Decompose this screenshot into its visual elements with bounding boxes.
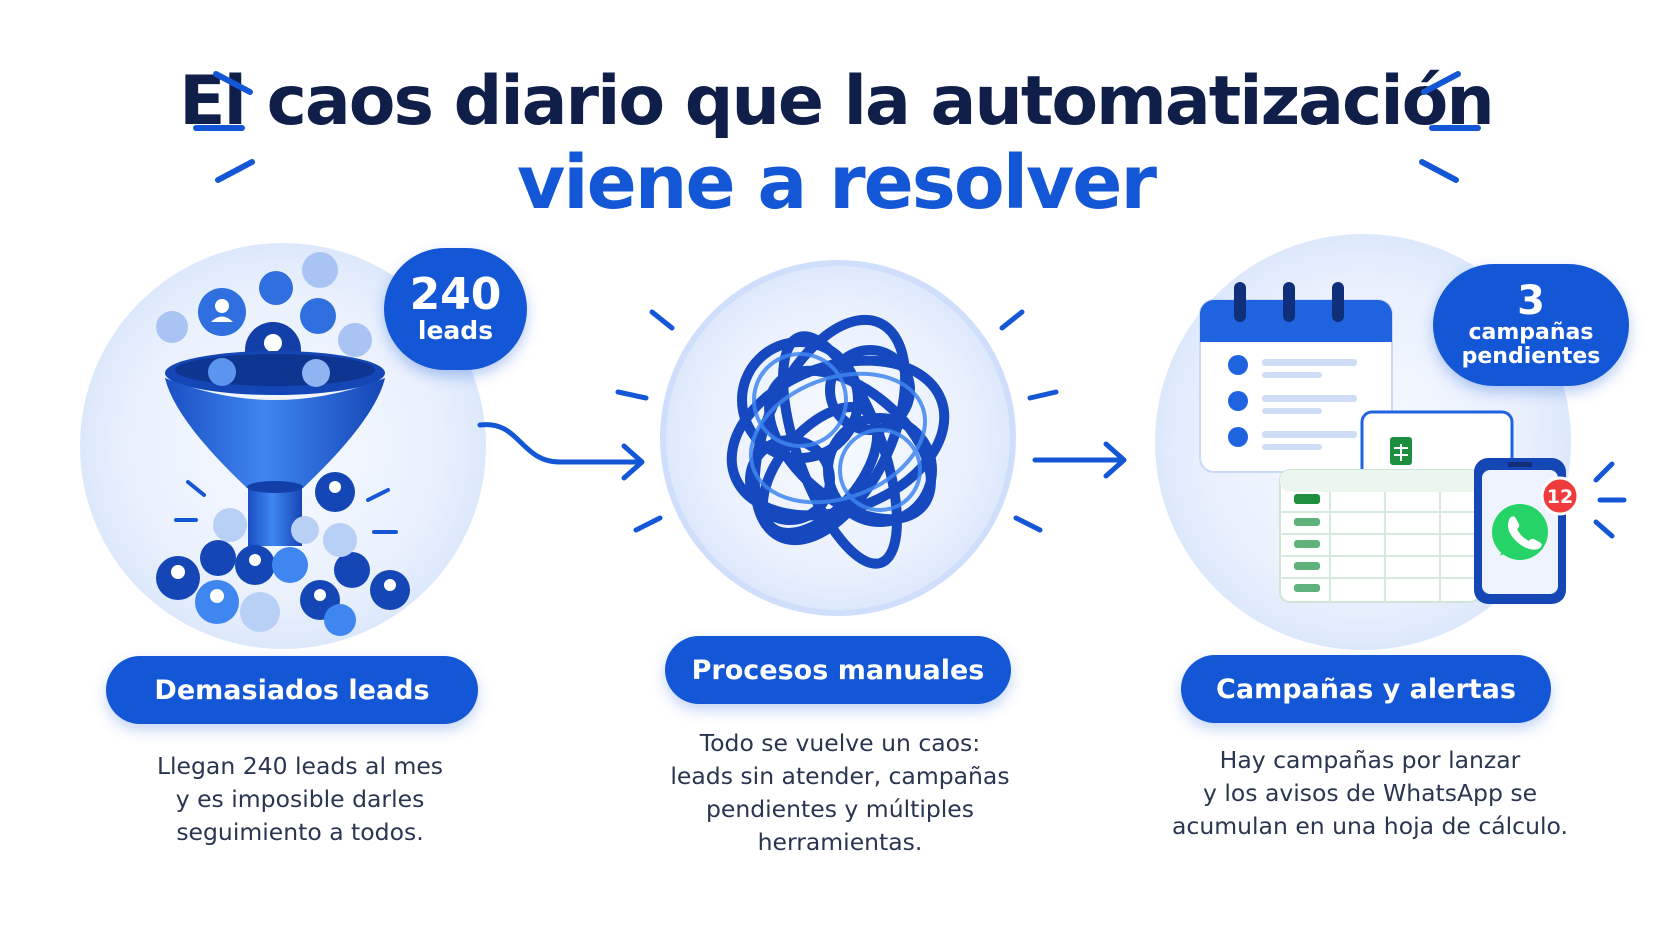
knot-sparkles bbox=[615, 309, 1059, 533]
notification-count: 12 bbox=[1547, 486, 1573, 508]
leads-count-badge: 240 leads bbox=[384, 248, 527, 370]
arrow-1 bbox=[477, 422, 643, 465]
badge-label: leads bbox=[417, 316, 494, 346]
title-line-2: viene a resolver bbox=[517, 140, 1157, 226]
campaigns-count-badge: 3 campañas pendientes bbox=[1433, 264, 1629, 386]
title-line-1: El caos diario que la automatización bbox=[179, 62, 1495, 141]
title-sparkles-right bbox=[1419, 71, 1481, 183]
notification-badge bbox=[1540, 476, 1580, 516]
panel-2-description: Todo se vuelve un caos: leads sin atende… bbox=[670, 729, 1010, 856]
panel-1-description: Llegan 240 leads al mes y es imposible d… bbox=[156, 752, 444, 846]
panel-3-title-pill: Campañas y alertas bbox=[1181, 655, 1551, 723]
title-sparkles-left bbox=[193, 71, 255, 183]
panel-2-title-pill: Procesos manuales bbox=[665, 636, 1011, 704]
badge-label: campañas pendientes bbox=[1461, 319, 1601, 369]
calendar-spreadsheet-phone-icon: 12 bbox=[1199, 282, 1627, 604]
panel-1-title-pill: Demasiados leads bbox=[106, 656, 478, 724]
funnel-with-people-icon bbox=[156, 252, 410, 636]
badge-number: 3 bbox=[1517, 277, 1545, 324]
panel-3-description: Hay campañas por lanzar y los avisos de … bbox=[1172, 746, 1568, 840]
badge-number: 240 bbox=[409, 269, 502, 321]
